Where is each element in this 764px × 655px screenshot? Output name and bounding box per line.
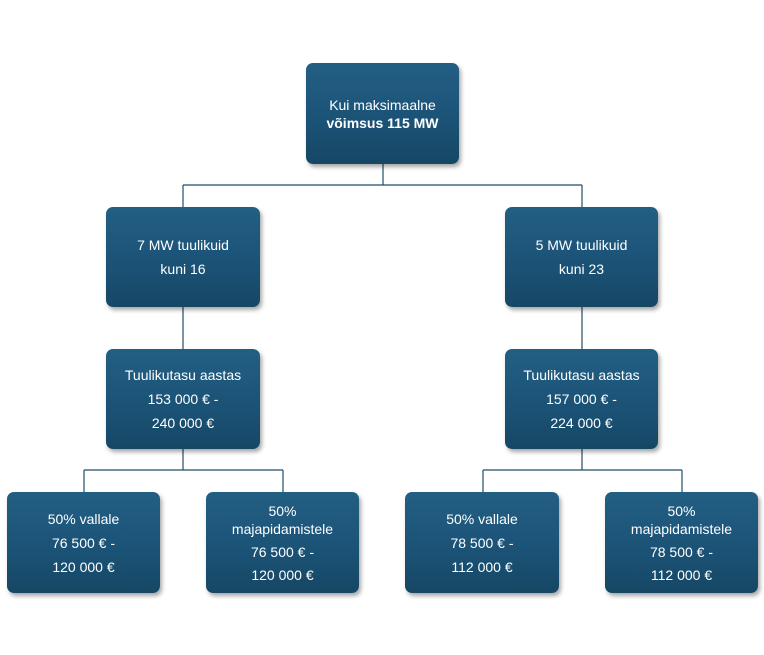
left-municipality-line3: 120 000 € xyxy=(52,558,115,575)
left-fee-line3: 240 000 € xyxy=(151,415,215,431)
right-fee-line3: 224 000 € xyxy=(550,415,613,431)
left-fee-line1: Tuulikutasu aastas xyxy=(124,367,242,383)
left-households-line3: 76 500 € - xyxy=(250,543,315,560)
right-fee-line1: Tuulikutasu aastas xyxy=(523,367,640,383)
right-municipality-line3: 112 000 € xyxy=(451,558,513,575)
right-municipality-line2: 78 500 € - xyxy=(450,534,514,551)
right-turbines-line2: kuni 23 xyxy=(558,261,605,277)
left-fee-line2: 153 000 € - xyxy=(147,391,219,407)
left-households-box: 50% majapidamistele 76 500 € - 120 000 € xyxy=(206,492,359,593)
right-municipality-box: 50% vallale 78 500 € - 112 000 € xyxy=(405,492,559,593)
root-line2: võimsus 115 MW xyxy=(326,114,439,131)
left-municipality-box: 50% vallale 76 500 € - 120 000 € xyxy=(7,492,160,593)
right-turbines-box: 5 MW tuulikuid kuni 23 xyxy=(505,207,658,307)
right-households-box: 50% majapidamistele 78 500 € - 112 000 € xyxy=(605,492,758,593)
right-households-line3: 78 500 € - xyxy=(649,543,714,560)
left-households-line1: 50% xyxy=(268,502,297,519)
right-municipality-line1: 50% vallale xyxy=(446,510,518,527)
left-turbines-line2: kuni 16 xyxy=(160,261,206,277)
root-box: Kui maksimaalne võimsus 115 MW xyxy=(306,63,459,164)
left-households-line4: 120 000 € xyxy=(251,566,314,583)
root-line1: Kui maksimaalne xyxy=(329,96,436,113)
left-households-line2: majapidamistele xyxy=(231,520,334,537)
left-turbines-line1: 7 MW tuulikuid xyxy=(137,237,229,253)
right-fee-line2: 157 000 € - xyxy=(546,391,617,407)
left-fee-box: Tuulikutasu aastas 153 000 € - 240 000 € xyxy=(106,349,260,449)
left-municipality-line1: 50% vallale xyxy=(47,510,120,527)
right-households-line2: majapidamistele xyxy=(630,520,733,537)
right-turbines-line1: 5 MW tuulikuid xyxy=(535,237,628,253)
right-fee-box: Tuulikutasu aastas 157 000 € - 224 000 € xyxy=(505,349,658,449)
left-turbines-box: 7 MW tuulikuid kuni 16 xyxy=(106,207,260,307)
right-households-line4: 112 000 € xyxy=(650,566,713,583)
left-municipality-line2: 76 500 € - xyxy=(51,534,116,551)
right-households-line1: 50% xyxy=(667,502,696,519)
